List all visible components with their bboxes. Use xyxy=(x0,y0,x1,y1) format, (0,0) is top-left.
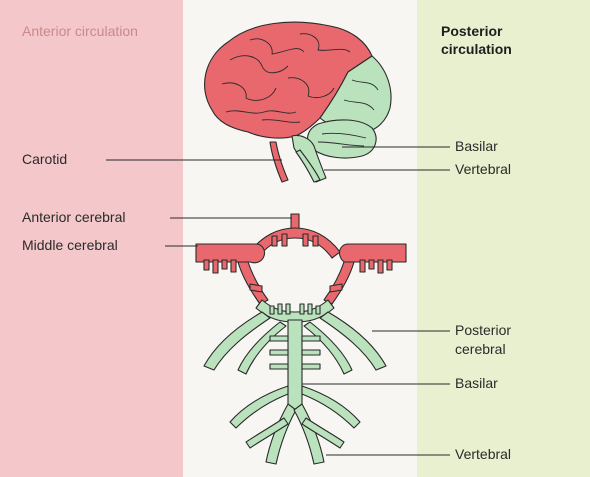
anterior-cerebral-label: Anterior cerebral xyxy=(22,209,126,226)
vertebral-label-bottom: Vertebral xyxy=(455,446,511,463)
middle-cerebral-label: Middle cerebral xyxy=(22,237,118,254)
circle-of-willis xyxy=(196,214,406,464)
leader-lines xyxy=(106,147,450,455)
posterior-cerebral-label: Posterior cerebral xyxy=(455,321,565,359)
posterior-communicating-right xyxy=(324,262,354,304)
carotid-artery xyxy=(270,142,288,182)
posterior-circulation-header: Posterior circulation xyxy=(441,22,561,58)
basilar-artery xyxy=(288,320,302,410)
basilar-label-top: Basilar xyxy=(455,138,498,155)
posterior-communicating-left xyxy=(238,262,268,304)
basilar-label-bottom: Basilar xyxy=(455,375,498,392)
brain-illustration xyxy=(205,22,391,182)
cerebellum xyxy=(308,120,376,158)
carotid-label: Carotid xyxy=(22,151,67,168)
anterior-circulation-header: Anterior circulation xyxy=(22,22,142,40)
vertebral-label-top: Vertebral xyxy=(455,161,511,178)
